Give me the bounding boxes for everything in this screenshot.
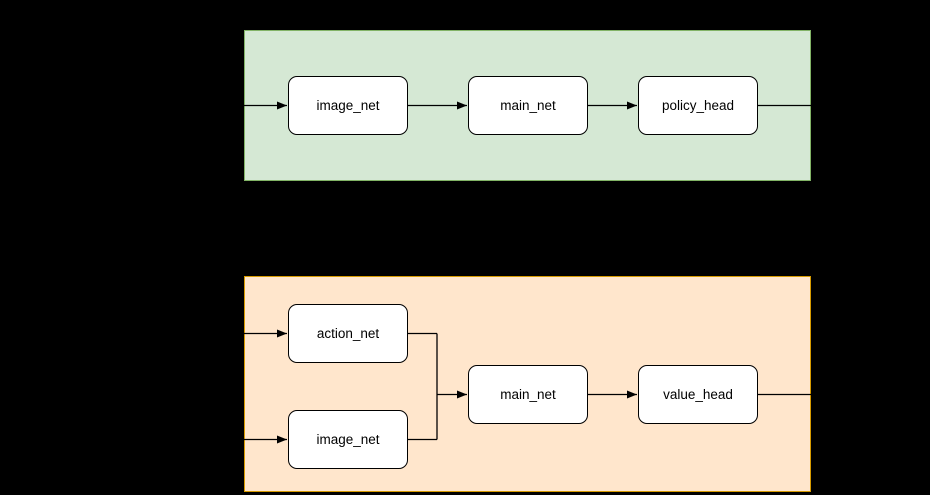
node-label: image_net [316,432,380,447]
node-value-main-net: main_net [468,365,588,424]
node-label: main_net [500,387,556,402]
node-value-action-net: action_net [288,304,408,363]
node-label: value_head [663,387,733,402]
node-policy-image-net: image_net [288,76,408,135]
node-label: image_net [316,98,380,113]
node-policy-head: policy_head [638,76,758,135]
node-policy-main-net: main_net [468,76,588,135]
node-value-head: value_head [638,365,758,424]
node-label: policy_head [661,98,735,113]
node-label: action_net [316,326,380,341]
node-value-image-net: image_net [288,410,408,469]
node-label: main_net [500,98,556,113]
